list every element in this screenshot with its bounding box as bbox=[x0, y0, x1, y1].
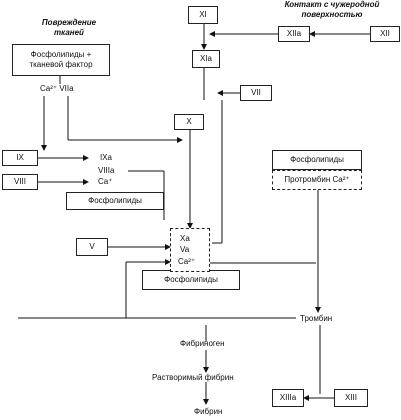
xa-va-complex-box bbox=[170, 228, 210, 272]
factor-xiia-box: XIIa bbox=[278, 26, 310, 42]
label-fibrin: Фибрин bbox=[194, 407, 223, 416]
factor-xiii-box: XIII bbox=[334, 389, 368, 407]
factor-viii-box: VIII bbox=[2, 174, 38, 190]
label-ixa: IXa bbox=[100, 153, 113, 162]
label-va: Va bbox=[180, 245, 190, 254]
label-soluble-fibrin: Растворимый фибрин bbox=[152, 373, 234, 382]
heading-tissue-damage: Повреждение тканей bbox=[41, 18, 97, 37]
label-viiia: VIIIa bbox=[98, 166, 115, 175]
label-fibrinogen: Фибриноген bbox=[180, 339, 225, 348]
factor-x-box: X bbox=[174, 114, 204, 130]
label-ca-left: Ca⁺ bbox=[98, 177, 113, 186]
factor-v-box: V bbox=[76, 238, 108, 256]
label-xa: Xa bbox=[180, 234, 190, 243]
factor-ix-box: IX bbox=[2, 150, 38, 166]
phospholipids-left-box: Фосфолипиды bbox=[66, 192, 164, 210]
factor-xii-box: XII bbox=[370, 26, 400, 42]
heading-foreign-contact: Контакт с чужеродной поверхностью bbox=[284, 0, 380, 19]
label-thrombin: Тромбин bbox=[300, 314, 333, 323]
factor-vii-box: VII bbox=[240, 85, 272, 101]
factor-xia-box: XIa bbox=[192, 50, 220, 68]
factor-xi-box: XI bbox=[188, 6, 218, 24]
phospholipids-mid-box: Фосфолипиды bbox=[142, 270, 240, 290]
label-ca-mid: Ca²⁺ bbox=[178, 257, 196, 266]
phospholipids-right-box: Фосфолипиды bbox=[272, 150, 362, 170]
factor-xiiia-box: XIIIa bbox=[272, 389, 304, 407]
label-ca-viia: Ca²⁺ VIIa bbox=[40, 84, 74, 93]
phospholipids-tissue-factor-box: Фосфолипиды + тканевой фактор bbox=[12, 44, 110, 76]
prothrombin-box: Протромбин Ca²⁺ bbox=[272, 170, 362, 190]
